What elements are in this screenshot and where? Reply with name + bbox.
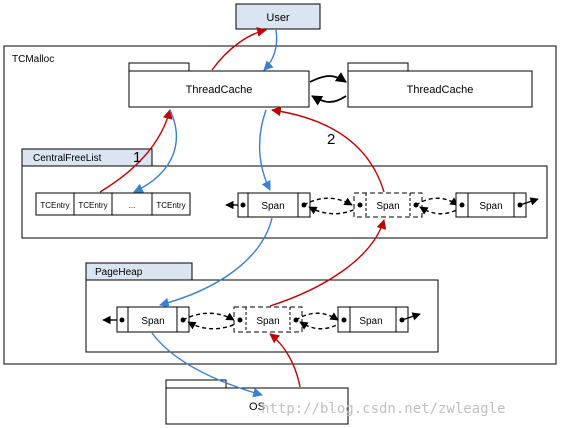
span-label: Span (376, 201, 399, 212)
os-label: OS (249, 401, 265, 413)
return-arrow-threadcache-to-tcentry (133, 109, 178, 193)
alloc-arrow-pageheap-span-to-central-span (269, 219, 387, 307)
tc-entry-list: TCEntry TCEntry ... TCEntry (35, 192, 191, 216)
page-heap-label: PageHeap (95, 267, 143, 278)
span-node: Span (237, 192, 311, 218)
tc-entry-label: TCEntry (156, 201, 185, 210)
central-span-list: Span Span Span (225, 192, 539, 218)
span-label: Span (359, 316, 382, 327)
thread-cache-link-arrow (309, 72, 347, 83)
span-label: Span (141, 316, 164, 327)
path-number-2: 2 (327, 131, 335, 148)
tcmalloc-container: TCMalloc (3, 45, 557, 365)
os-node: OS (165, 379, 349, 425)
span-label: Span (256, 316, 279, 327)
central-free-list-label: CentralFreeList (33, 153, 102, 164)
return-arrow-user-to-threadcache (263, 29, 278, 71)
tc-entry-ellipsis: ... (129, 201, 136, 210)
span-node: Span (116, 306, 190, 333)
span-node: Span (337, 306, 409, 333)
span-node-active: Span (353, 192, 423, 218)
span-node-active: Span (233, 306, 303, 333)
alloc-arrow-os-to-pageheap-span (269, 333, 301, 388)
return-arrow-span-to-pageheap-span (159, 217, 273, 308)
tc-entry-label: TCEntry (40, 201, 69, 210)
central-free-list-node: CentralFreeList (21, 148, 548, 239)
thread-cache-node-2: ThreadCache (347, 62, 533, 108)
thread-cache-node-1: ThreadCache (128, 62, 310, 108)
user-label: User (266, 12, 290, 24)
page-heap-node: PageHeap (85, 262, 439, 353)
thread-cache-link-arrow-back (311, 95, 347, 106)
alloc-arrow-span-to-threadcache (271, 106, 385, 193)
user-node: User (235, 3, 321, 30)
span-label: Span (479, 201, 502, 212)
span-node: Span (455, 192, 527, 218)
path-number-1: 1 (133, 149, 141, 166)
page-heap-span-list: Span Span Span (102, 306, 421, 333)
alloc-arrow-tcentry-to-threadcache (99, 109, 173, 193)
alloc-arrow-threadcache-to-user (211, 27, 267, 71)
tcmalloc-label: TCMalloc (12, 54, 54, 65)
return-arrow-pageheap-span-to-os (151, 332, 263, 398)
thread-cache-label-2: ThreadCache (407, 84, 474, 96)
watermark-text: http://blog.csdn.net/zwleagle (261, 401, 505, 417)
return-arrow-threadcache-to-span (258, 109, 271, 191)
tc-entry-label: TCEntry (78, 201, 107, 210)
thread-cache-label-1: ThreadCache (186, 84, 253, 96)
span-label: Span (261, 201, 284, 212)
